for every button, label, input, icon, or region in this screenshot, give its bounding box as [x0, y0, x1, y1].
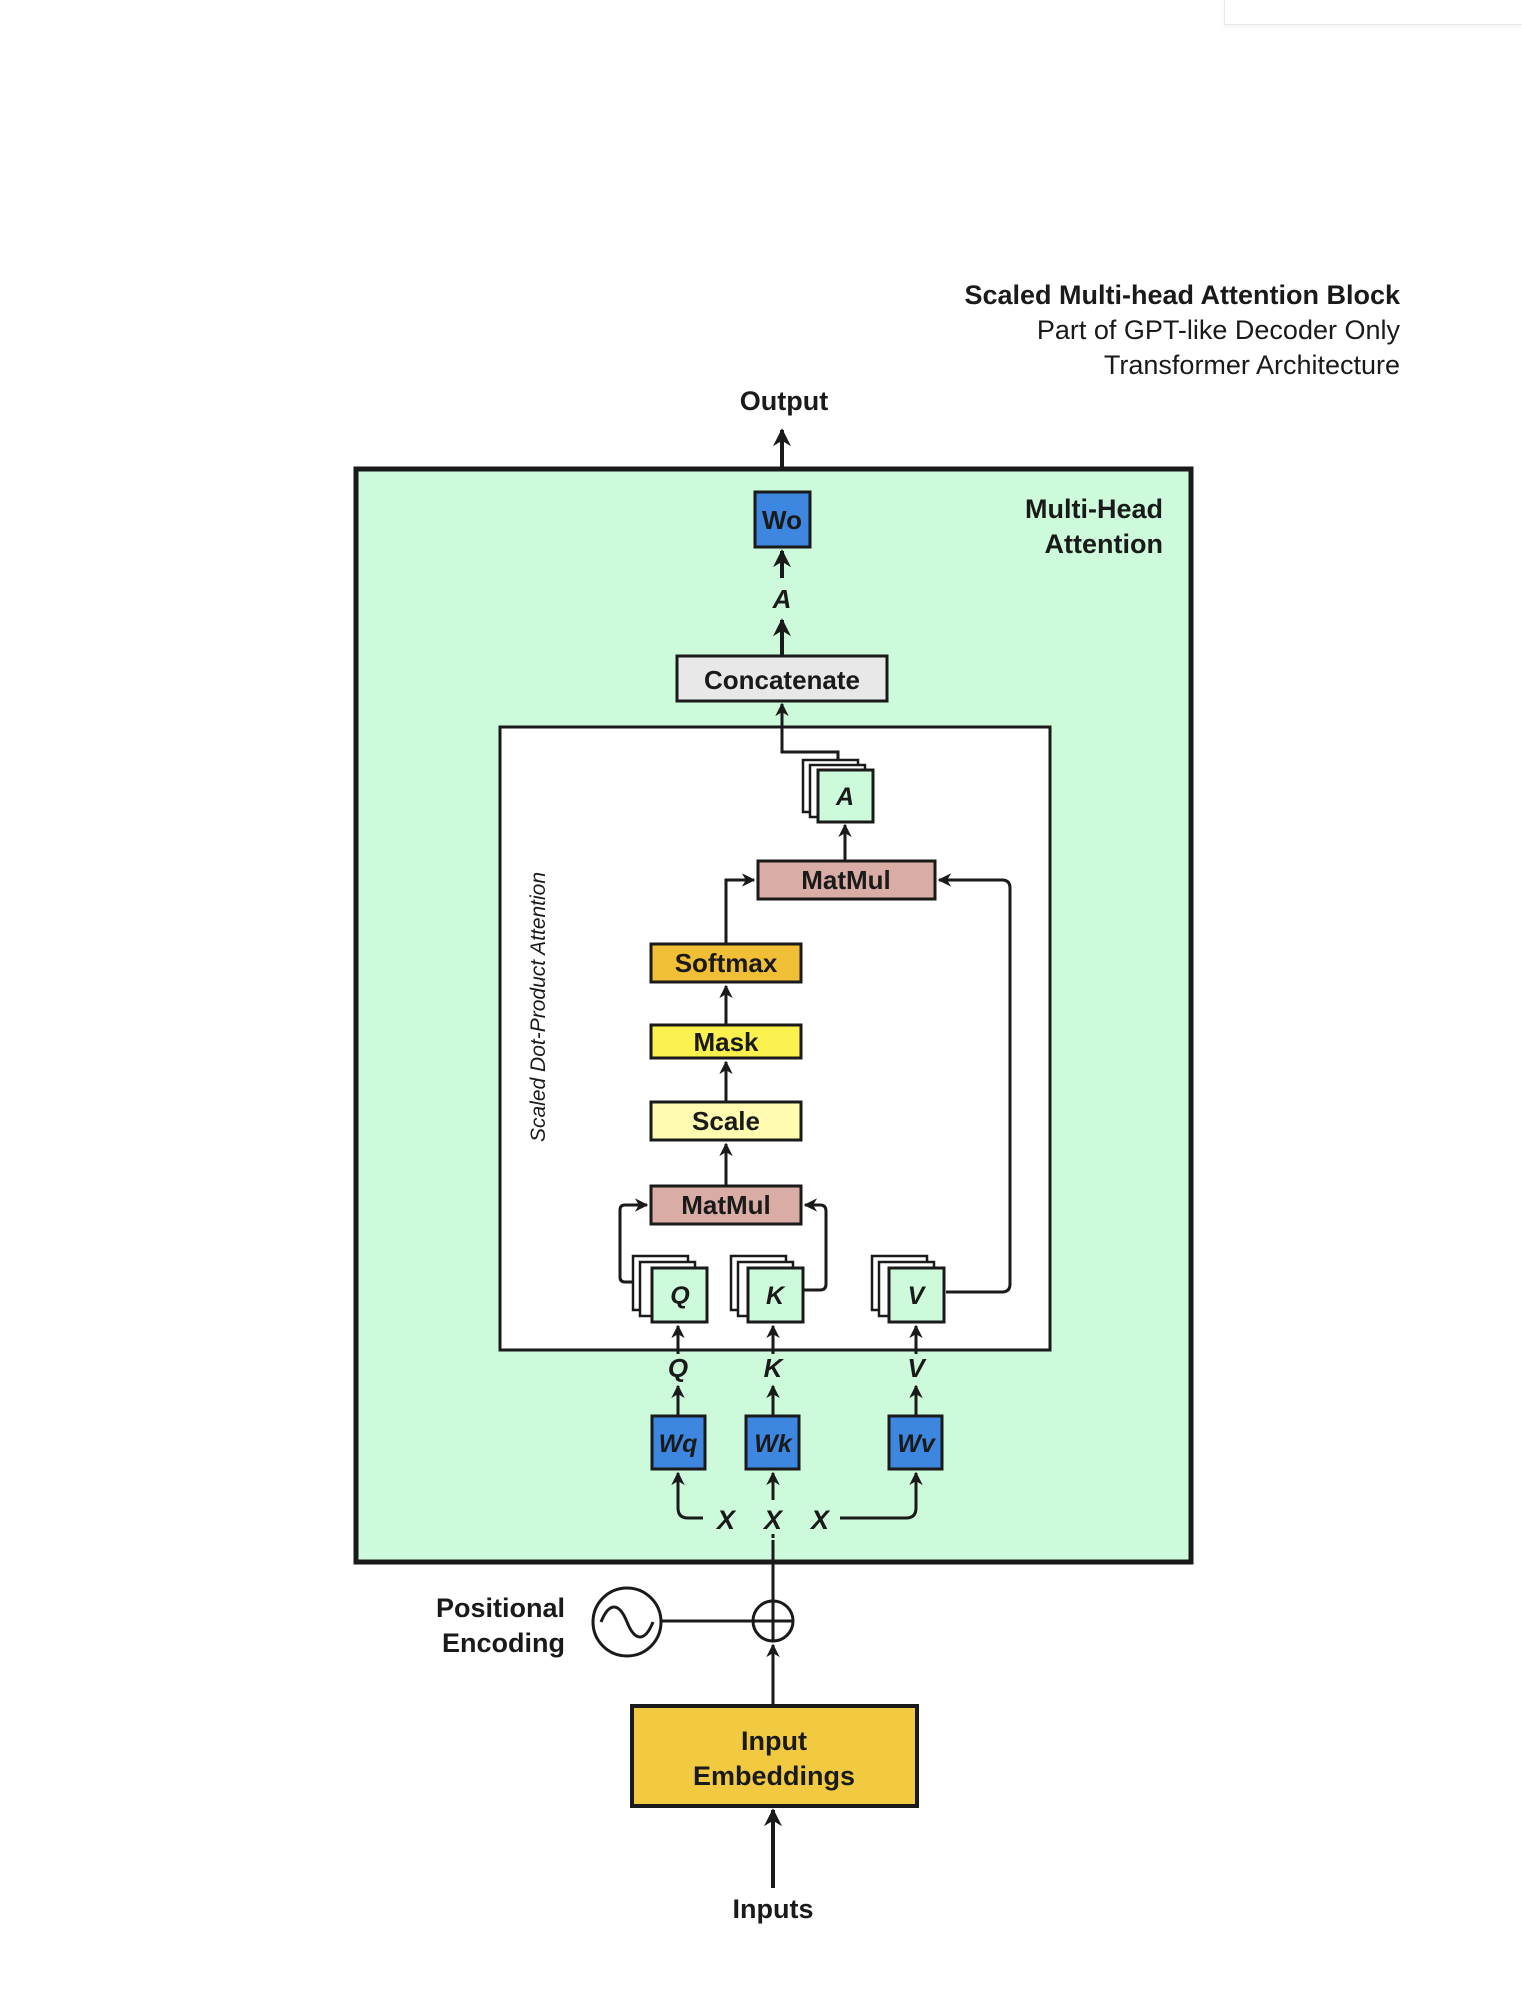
k-label: K [764, 1353, 785, 1383]
softmax-block [649, 942, 803, 984]
wo-block [753, 490, 812, 549]
wq-label: Wq [659, 1430, 698, 1458]
input-embeddings-block [630, 1704, 919, 1808]
v-to-matmul-connector [937, 873, 1012, 1294]
wk-label: Wk [754, 1430, 793, 1458]
mask-label: Mask [693, 1027, 759, 1057]
wo-label: Wo [762, 505, 802, 535]
mha-label-line1: Multi-Head [1025, 494, 1163, 524]
diagram-subtitle-line1: Part of GPT-like Decoder Only [1037, 315, 1401, 345]
concatenate-label: Concatenate [704, 665, 860, 695]
softmax-label: Softmax [675, 948, 778, 978]
v-stack-label: V [908, 1282, 927, 1310]
diagram-subtitle-line2: Transformer Architecture [1104, 350, 1400, 380]
a-output-label: A [772, 584, 792, 614]
wk-block [744, 1414, 801, 1471]
x-to-wv-connector [840, 1471, 923, 1520]
corner-card [1224, 0, 1522, 25]
mha-label-line2: Attention [1045, 529, 1163, 559]
x-to-wq-connector [671, 1471, 703, 1520]
q-to-matmul-connector [618, 1198, 649, 1284]
k-stack [729, 1254, 805, 1324]
inputs-label: Inputs [733, 1894, 814, 1924]
scale-block [649, 1100, 803, 1142]
q-stack-label: Q [670, 1282, 690, 1310]
matmul-bottom-block [649, 1184, 803, 1226]
k-to-matmul-connector [803, 1198, 828, 1292]
positional-encoding-label-line1: Positional [436, 1593, 565, 1623]
sdpa-label: Scaled Dot-Product Attention [527, 872, 550, 1142]
positional-encoding-label-line2: Encoding [442, 1628, 565, 1658]
x3-label: X [809, 1505, 831, 1535]
concatenate-block [675, 654, 889, 703]
q-label: Q [668, 1353, 688, 1383]
wv-block [887, 1414, 944, 1471]
matmul-bottom-label: MatMul [681, 1190, 771, 1220]
v-stack [870, 1254, 946, 1324]
k-stack-label: K [766, 1282, 786, 1310]
x2-label: X [762, 1505, 784, 1535]
wq-block [650, 1414, 707, 1471]
a-stack [801, 758, 875, 824]
x1-label: X [715, 1505, 737, 1535]
matmul-top-label: MatMul [801, 865, 891, 895]
matmul-top-block [756, 859, 937, 901]
input-embeddings-label-line1: Input [741, 1726, 807, 1756]
input-embeddings-label-line2: Embeddings [693, 1761, 855, 1791]
mask-block [649, 1023, 803, 1060]
v-label: V [907, 1353, 927, 1383]
diagram-title: Scaled Multi-head Attention Block [964, 280, 1401, 310]
q-stack [631, 1254, 709, 1324]
a-stack-label: A [835, 783, 854, 811]
softmax-to-matmul-connector [724, 873, 756, 944]
output-label: Output [740, 386, 828, 416]
scale-label: Scale [692, 1106, 760, 1136]
wv-label: Wv [897, 1430, 937, 1458]
